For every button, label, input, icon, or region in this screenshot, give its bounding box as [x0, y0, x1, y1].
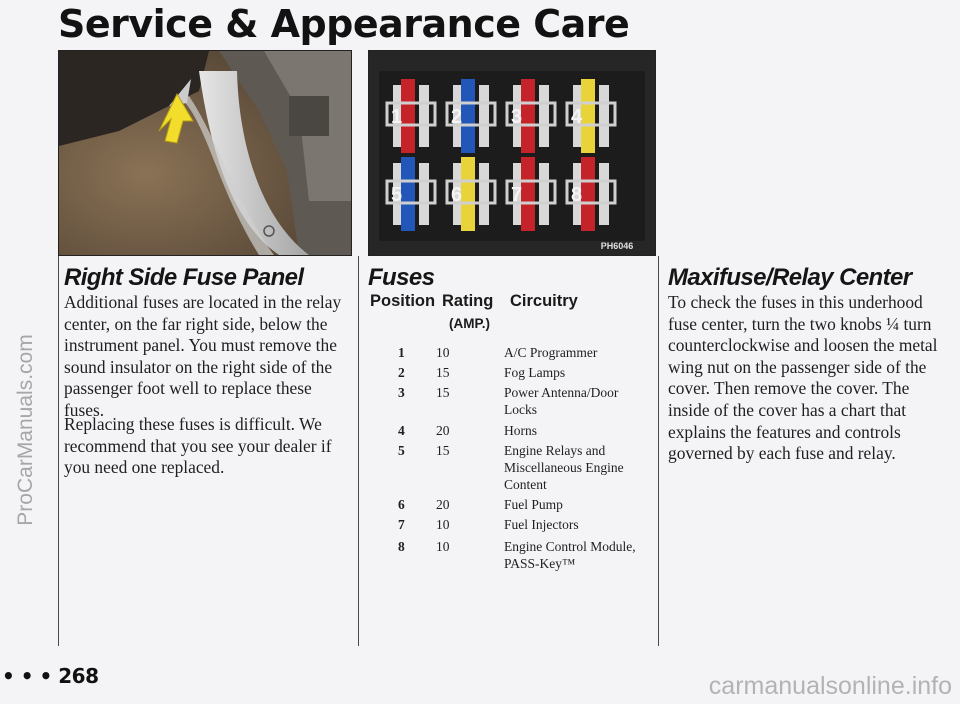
fuse-rating: 15	[436, 385, 450, 400]
fuse-number-label: 2	[451, 106, 462, 128]
fuse-number-label: 1	[391, 106, 402, 128]
fuse-rating: 10	[436, 517, 450, 532]
fuse-icon: 6	[445, 157, 497, 231]
fuse-circuitry: Power Antenna/Door Locks	[504, 385, 619, 417]
fuse-icon: 2	[445, 79, 497, 153]
watermark-bottom: carmanualsonline.info	[708, 672, 952, 700]
fuse-position: 8	[398, 539, 405, 554]
circuitry-column-header: Circuitry	[510, 292, 578, 310]
rating-unit-label: (AMP.)	[449, 316, 491, 331]
figure-code: PH6046	[601, 241, 634, 251]
right-side-fuse-panel-paragraph: Replacing these fuses is difficult. We r…	[64, 414, 332, 478]
watermark-left: ProCarManuals.com	[14, 334, 37, 526]
column-divider	[358, 256, 359, 646]
fuse-icon: 1	[385, 79, 437, 153]
fuse-panel-location-photo	[58, 50, 352, 256]
column-divider	[658, 256, 659, 646]
fuse-position: 1	[398, 345, 405, 360]
fuse-icon: 3	[505, 79, 557, 153]
fuse-block-illustration: PH6046 1 2 3 4 5 6 7 8	[369, 51, 655, 255]
rating-column-header: Rating	[442, 292, 494, 310]
fuse-number-label: 5	[391, 184, 402, 206]
fuse-icon: 7	[505, 157, 557, 231]
fuse-circuitry: A/C Programmer	[504, 345, 598, 360]
fuse-number-label: 7	[511, 184, 522, 206]
maxifuse-relay-center-paragraph: To check the fuses in this underhood fus…	[668, 292, 938, 464]
fuse-circuitry: Fuel Pump	[504, 497, 563, 512]
fuse-circuitry: Engine Relays and Miscellaneous Engine C…	[504, 443, 624, 492]
fuse-number-label: 8	[571, 184, 582, 206]
fuse-position: 4	[398, 423, 405, 438]
fuse-circuitry: Fog Lamps	[504, 365, 566, 380]
fuse-rating: 10	[436, 539, 450, 554]
fuse-position: 6	[398, 497, 405, 512]
fuse-position: 3	[398, 385, 405, 400]
fuse-position: 5	[398, 443, 405, 458]
arrow-icon	[158, 92, 194, 144]
fuse-number-label: 4	[571, 106, 583, 128]
fuse-position: 2	[398, 365, 405, 380]
page-number-value: 268	[58, 664, 99, 688]
page-marker-dots: • • •	[2, 664, 52, 688]
fuse-block-photo: PH6046 1 2 3 4 5 6 7 8	[368, 50, 656, 256]
fuse-circuitry: Fuel Injectors	[504, 517, 579, 532]
right-side-fuse-panel-paragraph: Additional fuses are located in the rela…	[64, 292, 342, 420]
fuse-number-label: 3	[511, 106, 522, 128]
maxifuse-relay-center-heading: Maxifuse/Relay Center	[668, 264, 912, 291]
fuse-icon: 4	[565, 79, 617, 153]
position-column-header: Position	[370, 292, 436, 310]
fuses-heading: Fuses	[368, 264, 435, 291]
fuse-panel-location-illustration	[59, 51, 351, 255]
fuse-rating: 15	[436, 443, 450, 458]
page-number: • • • 268	[2, 664, 99, 688]
right-side-fuse-panel-heading: Right Side Fuse Panel	[64, 264, 304, 291]
fuse-icon: 5	[385, 157, 437, 231]
fuse-rating: 10	[436, 345, 450, 360]
fuse-icon: 8	[565, 157, 617, 231]
fuse-circuitry: Engine Control Module, PASS-Key™	[504, 539, 636, 571]
page-title: Service & Appearance Care	[58, 2, 630, 46]
fuse-circuitry: Horns	[504, 423, 537, 438]
fuse-rating: 20	[436, 497, 450, 512]
fuse-number-label: 6	[451, 184, 462, 206]
fuse-rating: 15	[436, 365, 450, 380]
fuse-rating: 20	[436, 423, 450, 438]
column-divider	[58, 256, 59, 646]
fuse-position: 7	[398, 517, 405, 532]
